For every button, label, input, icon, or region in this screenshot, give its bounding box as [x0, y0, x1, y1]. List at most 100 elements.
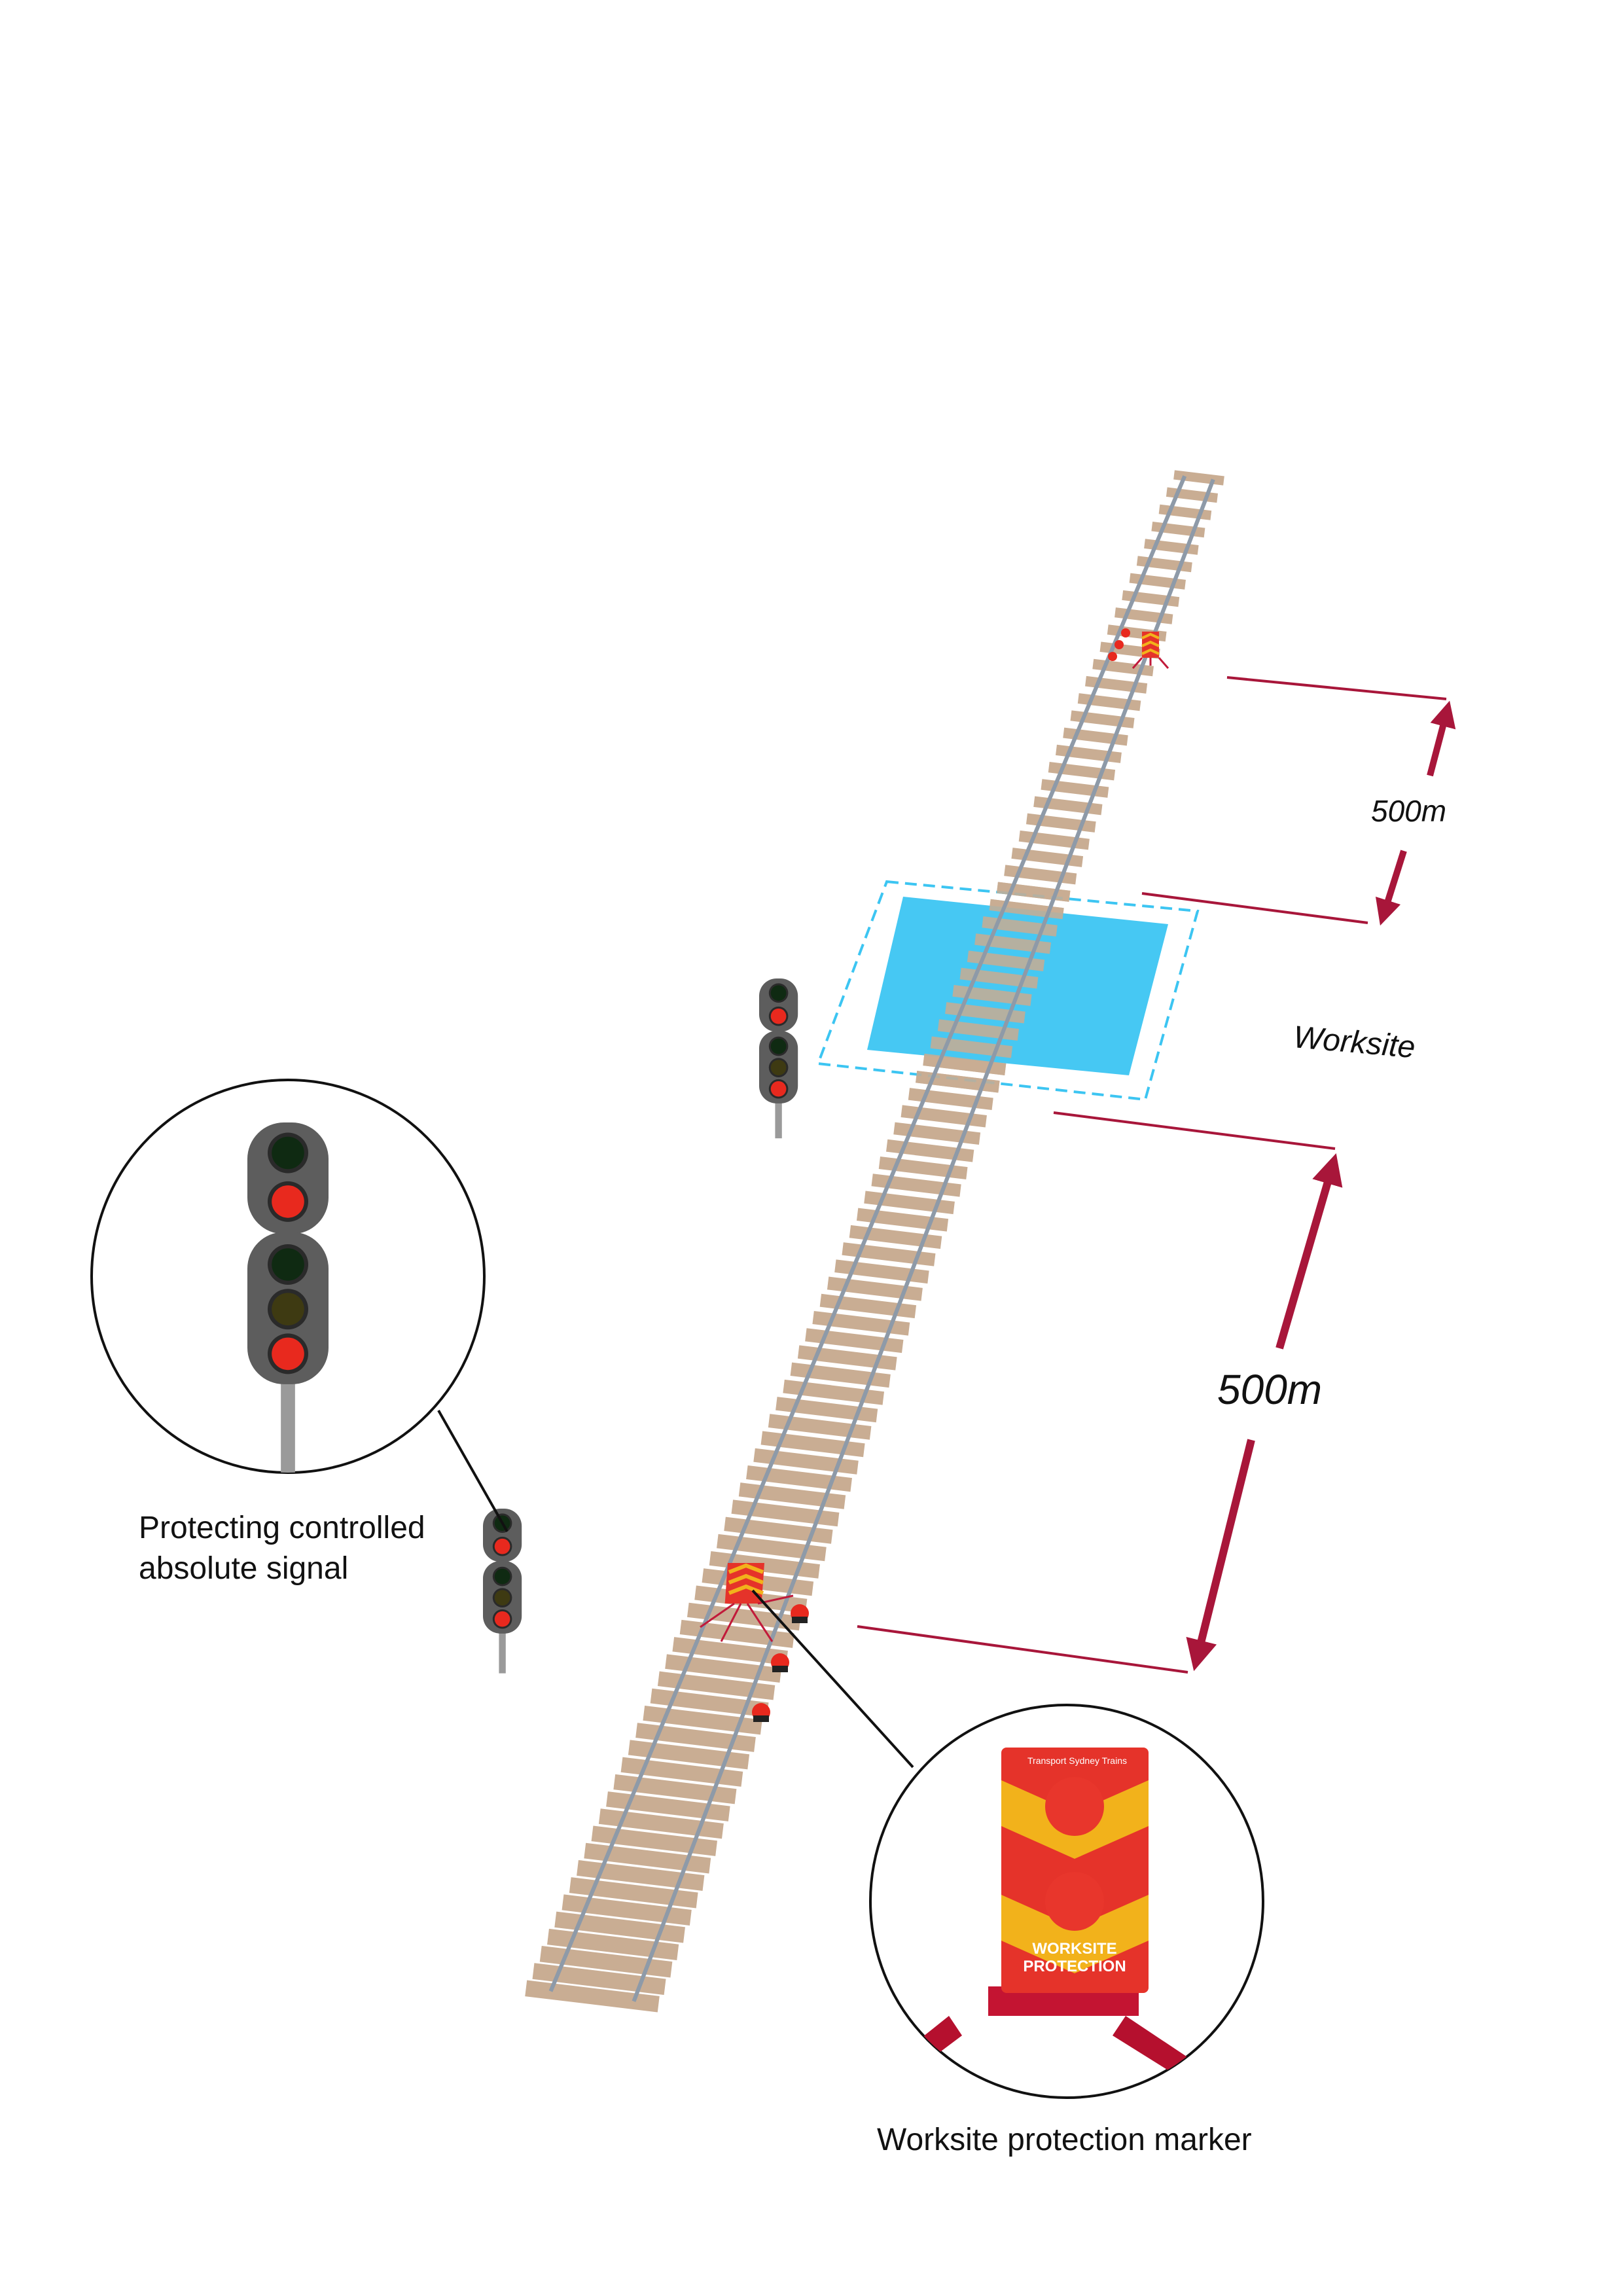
track-sleeper [1122, 590, 1180, 607]
track-sleeper [834, 1259, 929, 1284]
track-sleeper [628, 1740, 750, 1770]
dimension-top: 500m [1141, 676, 1456, 926]
signal-lamp-off [494, 1590, 510, 1605]
track-sleeper [1011, 848, 1084, 867]
dimension-arrow [1427, 700, 1456, 777]
signal-lamp-off [770, 985, 787, 1001]
signal-caption-line2: absolute signal [139, 1551, 348, 1586]
marker-text-line2: PROTECTION [1023, 1958, 1126, 1975]
track-sleeper [797, 1345, 897, 1371]
track-sleeper [959, 967, 1039, 989]
track-sleeper [945, 1002, 1026, 1024]
track-sleeper [989, 899, 1064, 920]
track-sleeper [1158, 504, 1212, 520]
signal-head-upper [759, 978, 798, 1032]
signal-lamp-red [272, 1185, 304, 1218]
track-sleeper [790, 1362, 891, 1388]
track-sleeper [1151, 521, 1205, 538]
worksite-zone-boundary [816, 880, 1200, 1102]
track-sleeper [731, 1499, 840, 1527]
track-sleeper [856, 1208, 949, 1232]
track-sleeper [952, 984, 1032, 1006]
track-sleeper [1085, 675, 1148, 694]
track-sleeper [849, 1225, 942, 1249]
track-sleeper [1063, 727, 1128, 746]
worksite-label: Worksite [1292, 1020, 1417, 1065]
signal-head-upper [247, 1122, 329, 1234]
track-sleeper [886, 1139, 974, 1162]
dimension-extension-line [857, 1625, 1188, 1674]
track-sleeper [525, 1980, 660, 2013]
track-sleeper [598, 1808, 724, 1839]
track-sleeper [1018, 830, 1090, 850]
track-rail [548, 475, 1186, 1992]
callout-leader-line [437, 1410, 508, 1532]
worksite-protection-marker-icon: Transport Sydney Trains WORKSITE PROTECT… [883, 1748, 1204, 2085]
track-sleeper [996, 882, 1071, 902]
track-sleeper [657, 1671, 776, 1700]
track-sleeper [724, 1516, 833, 1544]
track-sleeper [665, 1654, 782, 1683]
railway-track [525, 470, 1224, 2013]
marker-callout: Transport Sydney Trains WORKSITE PROTECT… [751, 1589, 1264, 2157]
track-sleeper [753, 1448, 859, 1475]
signal-lamp-red [272, 1337, 304, 1371]
track-sleeper [620, 1757, 743, 1787]
track-sleeper [812, 1310, 910, 1336]
track-sleepers [525, 470, 1224, 2013]
track-rail [632, 478, 1215, 2002]
signal-head-upper [483, 1509, 522, 1562]
track-sleeper [650, 1688, 769, 1717]
dimension-extension-line [1053, 1111, 1336, 1150]
dimension-arrow [1375, 850, 1407, 926]
signal-caption-line1: Protecting controlled [139, 1511, 425, 1545]
signal-pole [281, 1355, 295, 1473]
track-sleeper [738, 1482, 846, 1509]
track-sleeper [584, 1842, 711, 1874]
track-sleeper [1173, 470, 1224, 486]
track-sleeper [709, 1551, 820, 1579]
track-sleeper [613, 1774, 737, 1804]
track-sleeper [1070, 710, 1135, 728]
track-sleeper [554, 1911, 685, 1943]
track-sleeper [901, 1105, 987, 1128]
signal-lamp-red [770, 1008, 787, 1024]
track-sleeper [1092, 658, 1154, 677]
track-sleeper [1048, 762, 1116, 781]
track-sleeper [893, 1122, 981, 1145]
dimension-bottom: 500m [857, 1111, 1343, 1674]
track-sleeper [539, 1946, 673, 1978]
track-sleeper [1077, 693, 1141, 711]
railway-track-over-worksite [548, 475, 1215, 2002]
signal-lamp-red [494, 1611, 510, 1627]
signal-pole [775, 1090, 782, 1139]
track-sleeper [1041, 779, 1109, 798]
track-sleeper [805, 1328, 904, 1354]
track-sleeper [679, 1619, 794, 1648]
track-sleeper [937, 1019, 1019, 1041]
track-sleeper [878, 1157, 968, 1180]
track-sleeper [1115, 607, 1173, 624]
signal-lamp-red [770, 1081, 787, 1097]
signal-lamp-off [272, 1136, 304, 1170]
signal-lamp-red [494, 1538, 510, 1554]
railway-signal-icon [247, 1122, 329, 1473]
signal-lamp-off [770, 1038, 787, 1054]
track-sleeper [864, 1191, 955, 1215]
track-sleeper [768, 1414, 872, 1440]
track-sleeper [746, 1465, 852, 1492]
track-sleeper [1136, 556, 1192, 573]
track-sleeper [819, 1293, 917, 1319]
dimension-extension-line [1141, 892, 1368, 924]
track-sleeper [532, 1963, 666, 1996]
track-sleeper [827, 1276, 923, 1301]
railway-signal-icon [483, 1509, 522, 1674]
track-sleeper [916, 1070, 1000, 1093]
track-sleeper [974, 933, 1052, 954]
track-sleeper [635, 1723, 756, 1752]
dimension-arrow [1186, 1439, 1255, 1672]
track-sleeper [967, 950, 1045, 971]
track-sleeper [760, 1431, 865, 1458]
signal-callout: Protecting controlled absolute signal [90, 1079, 508, 1586]
